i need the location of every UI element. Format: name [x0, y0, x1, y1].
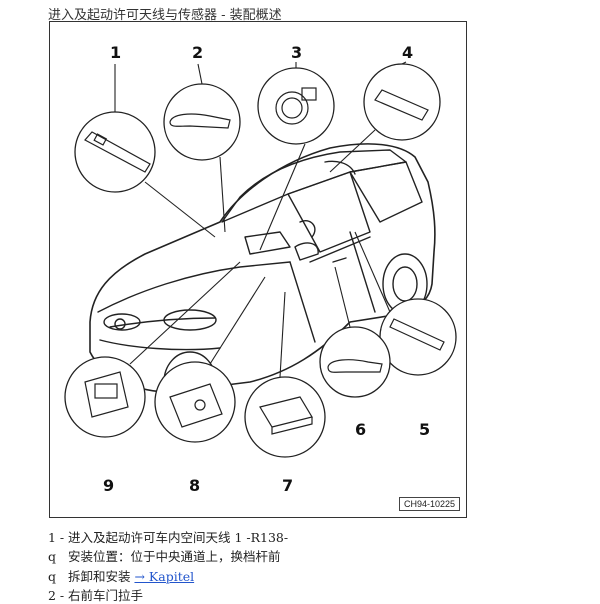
label-6: 6: [355, 420, 366, 439]
label-7: 7: [282, 476, 293, 495]
list-item: 1 - 进入及起动许可车内空间天线 1 -R138-: [48, 527, 288, 546]
label-8: 8: [189, 476, 200, 495]
list-text: 拆卸和安装: [68, 569, 134, 584]
label-5: 5: [419, 420, 430, 439]
list-text: 进入及起动许可车内空间天线 1 -R138-: [68, 530, 288, 545]
assembly-figure: 1 2 3 4 5 6 7 8 9 CH94-10225: [49, 21, 467, 518]
list-bullet: 1 -: [48, 530, 64, 545]
label-9: 9: [103, 476, 114, 495]
car-diagram: 1 2 3 4 5 6 7 8 9: [50, 22, 468, 519]
list-bullet: q: [48, 549, 64, 564]
label-3: 3: [291, 43, 302, 62]
label-2: 2: [192, 43, 203, 62]
list-item: q 安装位置：位于中央通道上，换档杆前: [48, 546, 281, 565]
label-4: 4: [402, 43, 413, 62]
list-text: 安装位置：位于中央通道上，换档杆前: [68, 549, 281, 564]
list-item: 2 - 右前车门拉手: [48, 585, 143, 604]
label-1: 1: [110, 43, 121, 62]
list-bullet: q: [48, 569, 64, 584]
list-item: q 拆卸和安装 → Kapitel: [48, 566, 194, 585]
figure-code: CH94-10225: [399, 497, 460, 511]
kapitel-link[interactable]: → Kapitel: [134, 569, 194, 584]
